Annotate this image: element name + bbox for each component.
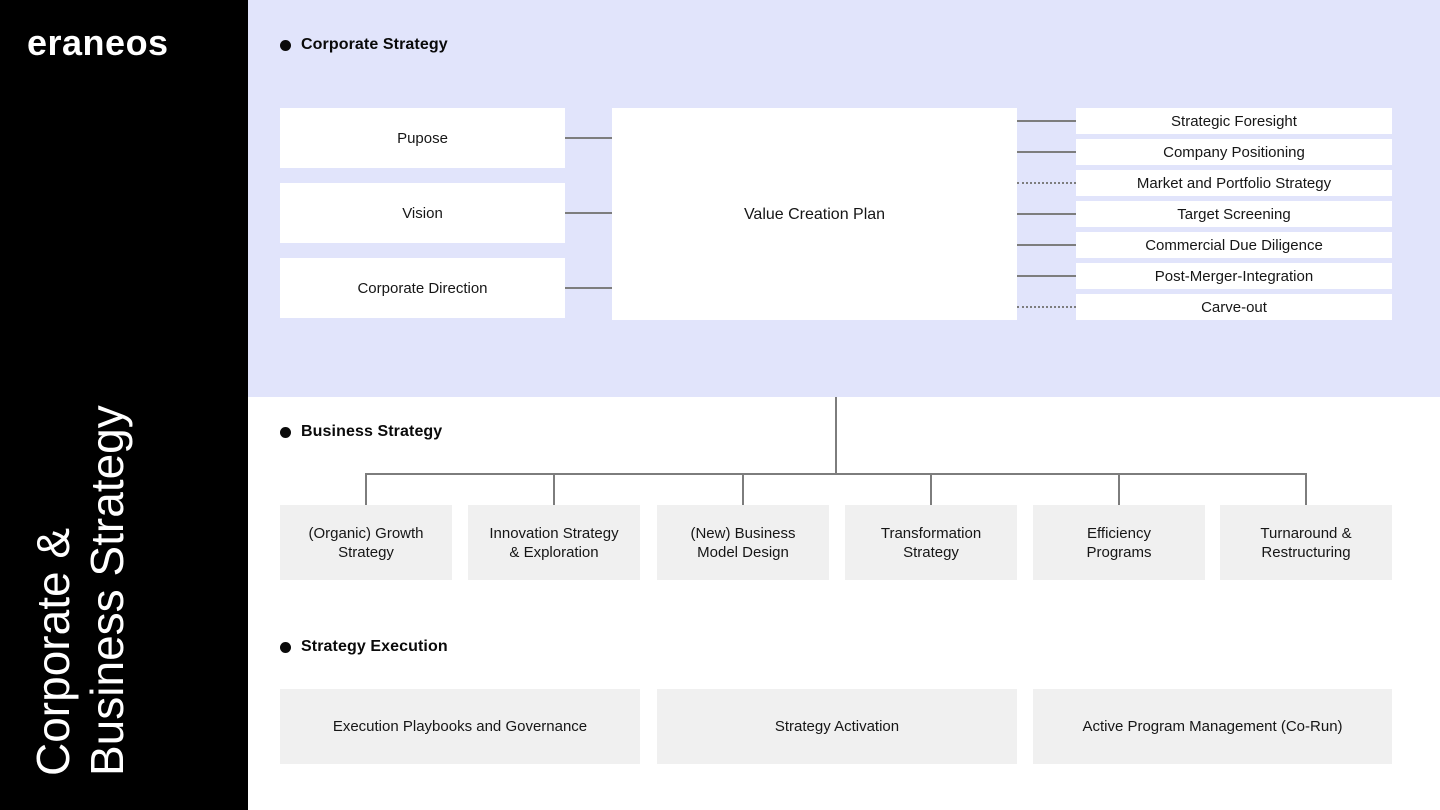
node-target-screening: Target Screening bbox=[1076, 201, 1392, 227]
node-strategy-activation: Strategy Activation bbox=[657, 689, 1017, 764]
tree-stub-line bbox=[1118, 474, 1120, 505]
node-label-line1: Efficiency bbox=[1087, 524, 1151, 542]
node-label-line1: (New) Business bbox=[690, 524, 796, 542]
tree-stub-line bbox=[742, 474, 744, 505]
tree-stub-line bbox=[1305, 474, 1307, 505]
node-carve-out: Carve-out bbox=[1076, 294, 1392, 320]
section-heading-strategy-execution: Strategy Execution bbox=[280, 638, 448, 656]
connector-line-dotted bbox=[1017, 182, 1076, 184]
node-new-business-model-design: (New) Business Model Design bbox=[657, 505, 829, 580]
sidebar: eraneos Corporate & Business Strategy bbox=[0, 0, 248, 810]
node-label-line2: Restructuring bbox=[1261, 543, 1351, 561]
node-value-creation-plan: Value Creation Plan bbox=[612, 108, 1017, 320]
tree-trunk-line bbox=[835, 397, 837, 474]
node-label-line1: Innovation Strategy bbox=[489, 524, 619, 542]
node-market-and-portfolio-strategy: Market and Portfolio Strategy bbox=[1076, 170, 1392, 196]
node-label-line1: Transformation bbox=[880, 524, 982, 542]
connector-line-dotted bbox=[1017, 306, 1076, 308]
node-turnaround-restructuring: Turnaround & Restructuring bbox=[1220, 505, 1392, 580]
eraneos-logo: eraneos bbox=[27, 22, 169, 63]
node-commercial-due-diligence: Commercial Due Diligence bbox=[1076, 232, 1392, 258]
node-organic-growth-strategy: (Organic) Growth Strategy bbox=[280, 505, 452, 580]
connector-line bbox=[1017, 244, 1076, 246]
bullet-icon bbox=[280, 426, 291, 438]
connector-line bbox=[1017, 120, 1076, 122]
tree-stub-line bbox=[553, 474, 555, 505]
node-post-merger-integration: Post-Merger-Integration bbox=[1076, 263, 1392, 289]
section-heading-business-strategy: Business Strategy bbox=[280, 423, 442, 441]
section-heading-label: Strategy Execution bbox=[301, 638, 448, 655]
vertical-title-line1: Corporate & bbox=[27, 527, 79, 776]
section-heading-label: Corporate Strategy bbox=[301, 36, 448, 53]
node-innovation-strategy-exploration: Innovation Strategy & Exploration bbox=[468, 505, 640, 580]
tree-stub-line bbox=[930, 474, 932, 505]
node-strategic-foresight: Strategic Foresight bbox=[1076, 108, 1392, 134]
node-efficiency-programs: Efficiency Programs bbox=[1033, 505, 1205, 580]
node-label-line2: & Exploration bbox=[509, 543, 599, 561]
node-purpose: Pupose bbox=[280, 108, 565, 168]
node-company-positioning: Company Positioning bbox=[1076, 139, 1392, 165]
bullet-icon bbox=[280, 39, 291, 51]
connector-line bbox=[565, 287, 612, 289]
tree-stub-line bbox=[365, 474, 367, 505]
slide-vertical-title: Corporate & Business Strategy bbox=[26, 314, 134, 776]
node-corporate-direction: Corporate Direction bbox=[280, 258, 565, 318]
node-vision: Vision bbox=[280, 183, 565, 243]
connector-line bbox=[1017, 275, 1076, 277]
node-label-line1: (Organic) Growth bbox=[308, 524, 424, 542]
connector-line bbox=[1017, 151, 1076, 153]
connector-line bbox=[565, 137, 612, 139]
node-label-line2: Strategy bbox=[903, 543, 959, 561]
node-label-line1: Turnaround & bbox=[1260, 524, 1352, 542]
node-execution-playbooks-governance: Execution Playbooks and Governance bbox=[280, 689, 640, 764]
node-label-line2: Strategy bbox=[338, 543, 394, 561]
connector-line bbox=[565, 212, 612, 214]
section-heading-corporate-strategy: Corporate Strategy bbox=[280, 36, 448, 54]
section-heading-label: Business Strategy bbox=[301, 423, 443, 440]
vertical-title-line2: Business Strategy bbox=[81, 405, 133, 776]
node-transformation-strategy: Transformation Strategy bbox=[845, 505, 1017, 580]
node-label-line2: Programs bbox=[1086, 543, 1152, 561]
node-label-line2: Model Design bbox=[697, 543, 789, 561]
tree-branch-line bbox=[365, 473, 1307, 475]
bullet-icon bbox=[280, 641, 291, 653]
connector-line bbox=[1017, 213, 1076, 215]
node-active-program-management: Active Program Management (Co-Run) bbox=[1033, 689, 1392, 764]
